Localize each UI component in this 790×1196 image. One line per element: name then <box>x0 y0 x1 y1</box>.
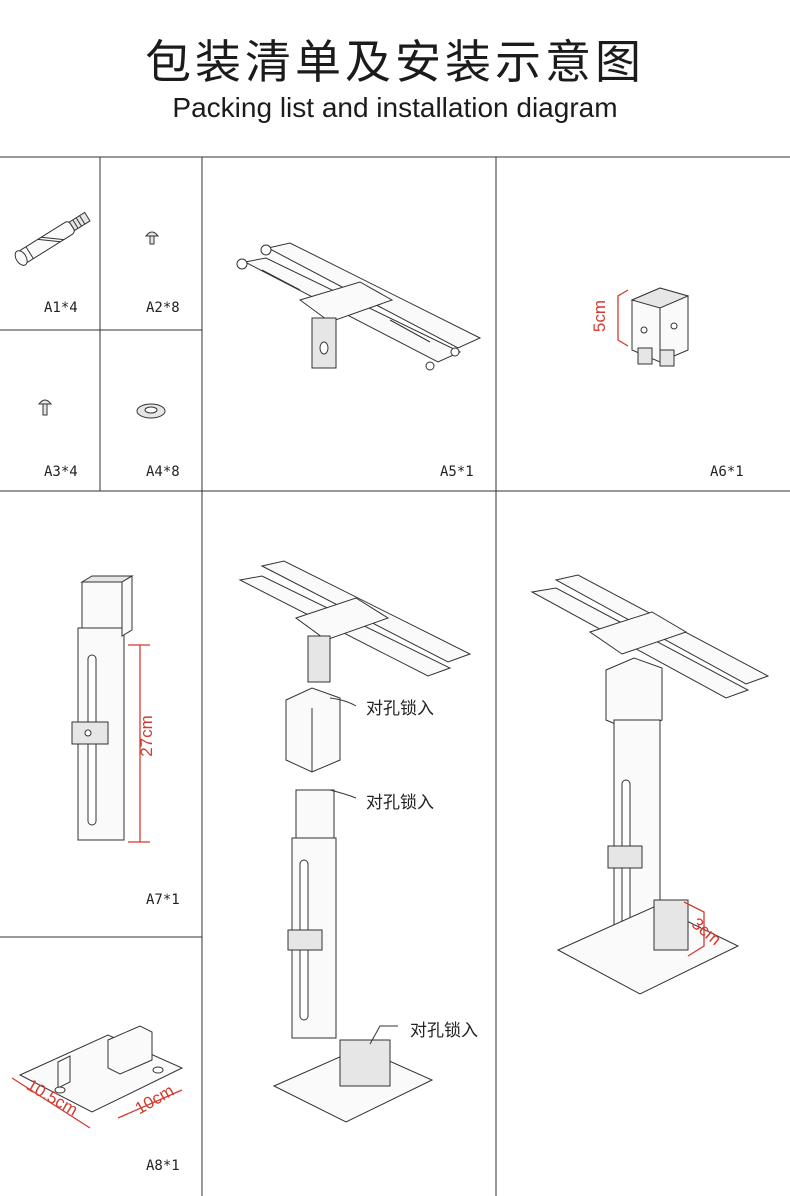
part-a4-washer <box>136 403 166 419</box>
label-a1: A1*4 <box>44 300 78 316</box>
callout-step2: 对孔锁入 <box>366 793 434 813</box>
part-a1-expansion-bolt <box>14 211 91 266</box>
part-a5-bracket <box>236 242 482 371</box>
dimension-a6-height: 5cm <box>590 299 610 333</box>
part-a3-screw <box>37 399 53 416</box>
part-a6-connector <box>617 287 690 367</box>
title-english: Packing list and installation diagram <box>172 92 618 123</box>
dimension-a7-length: 27cm <box>136 715 156 757</box>
part-a8-base <box>11 1025 184 1129</box>
label-a8: A8*1 <box>146 1158 180 1174</box>
label-a3: A3*4 <box>44 464 78 480</box>
label-a2: A2*8 <box>146 300 180 316</box>
title-chinese: 包装清单及安装示意图 <box>145 35 645 89</box>
part-a2-screw <box>144 231 160 245</box>
callout-step3: 对孔锁入 <box>410 1021 478 1041</box>
assembly-complete <box>530 574 770 995</box>
label-a5: A5*1 <box>440 464 474 480</box>
assembly-exploded <box>238 560 472 1123</box>
label-a4: A4*8 <box>146 464 180 480</box>
label-a7: A7*1 <box>146 892 180 908</box>
callout-step1: 对孔锁入 <box>366 699 434 719</box>
grid-lines <box>0 156 790 1196</box>
part-a7-pole <box>71 575 150 843</box>
label-a6: A6*1 <box>710 464 744 480</box>
